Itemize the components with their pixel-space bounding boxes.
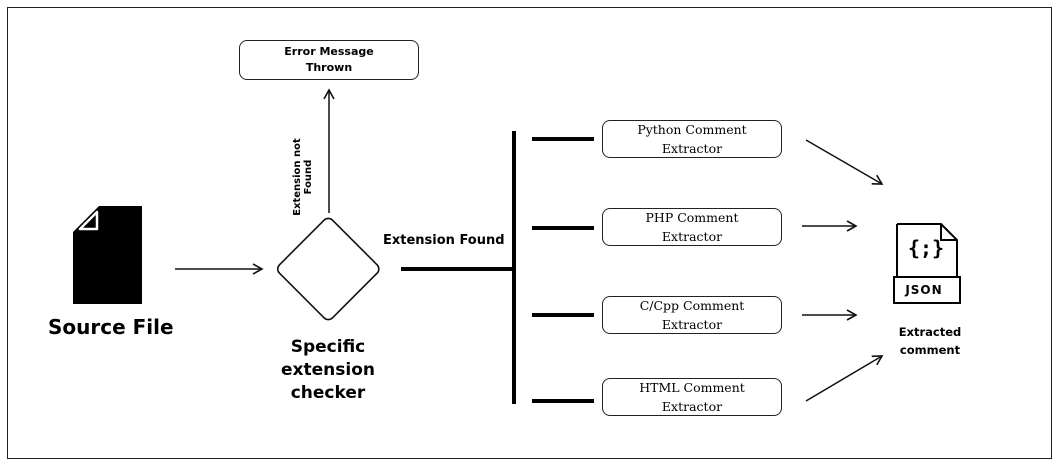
document-icon (73, 206, 142, 304)
json-icon-text: JSON (905, 283, 943, 297)
php-extractor-box: PHP Comment Extractor (602, 208, 782, 246)
cpp-extractor-label: C/Cpp Comment Extractor (639, 298, 745, 332)
cpp-extractor-box: C/Cpp Comment Extractor (602, 296, 782, 334)
html-extractor-label: HTML Comment Extractor (639, 380, 745, 414)
source-file-label: Source File (48, 315, 174, 339)
json-file-icon (893, 223, 961, 304)
extension-found-label: Extension Found (383, 233, 505, 248)
error-message-label: Error Message Thrown (284, 45, 374, 74)
checker-label: Specific extension checker (281, 337, 375, 403)
extracted-comment-label: Extracted comment (898, 325, 962, 357)
checker-diamond (276, 217, 380, 321)
python-extractor-label: Python Comment Extractor (637, 122, 747, 156)
extension-not-found-label: Extension not Found (292, 138, 314, 216)
error-message-box: Error Message Thrown (239, 40, 419, 80)
arrow-python-to-json (805, 139, 884, 185)
diagram-frame (7, 7, 1052, 459)
arrow-html-to-json (805, 355, 884, 402)
html-extractor-box: HTML Comment Extractor (602, 378, 782, 416)
json-brace-symbol: {;} (907, 236, 945, 260)
php-extractor-label: PHP Comment Extractor (645, 210, 739, 244)
python-extractor-box: Python Comment Extractor (602, 120, 782, 158)
